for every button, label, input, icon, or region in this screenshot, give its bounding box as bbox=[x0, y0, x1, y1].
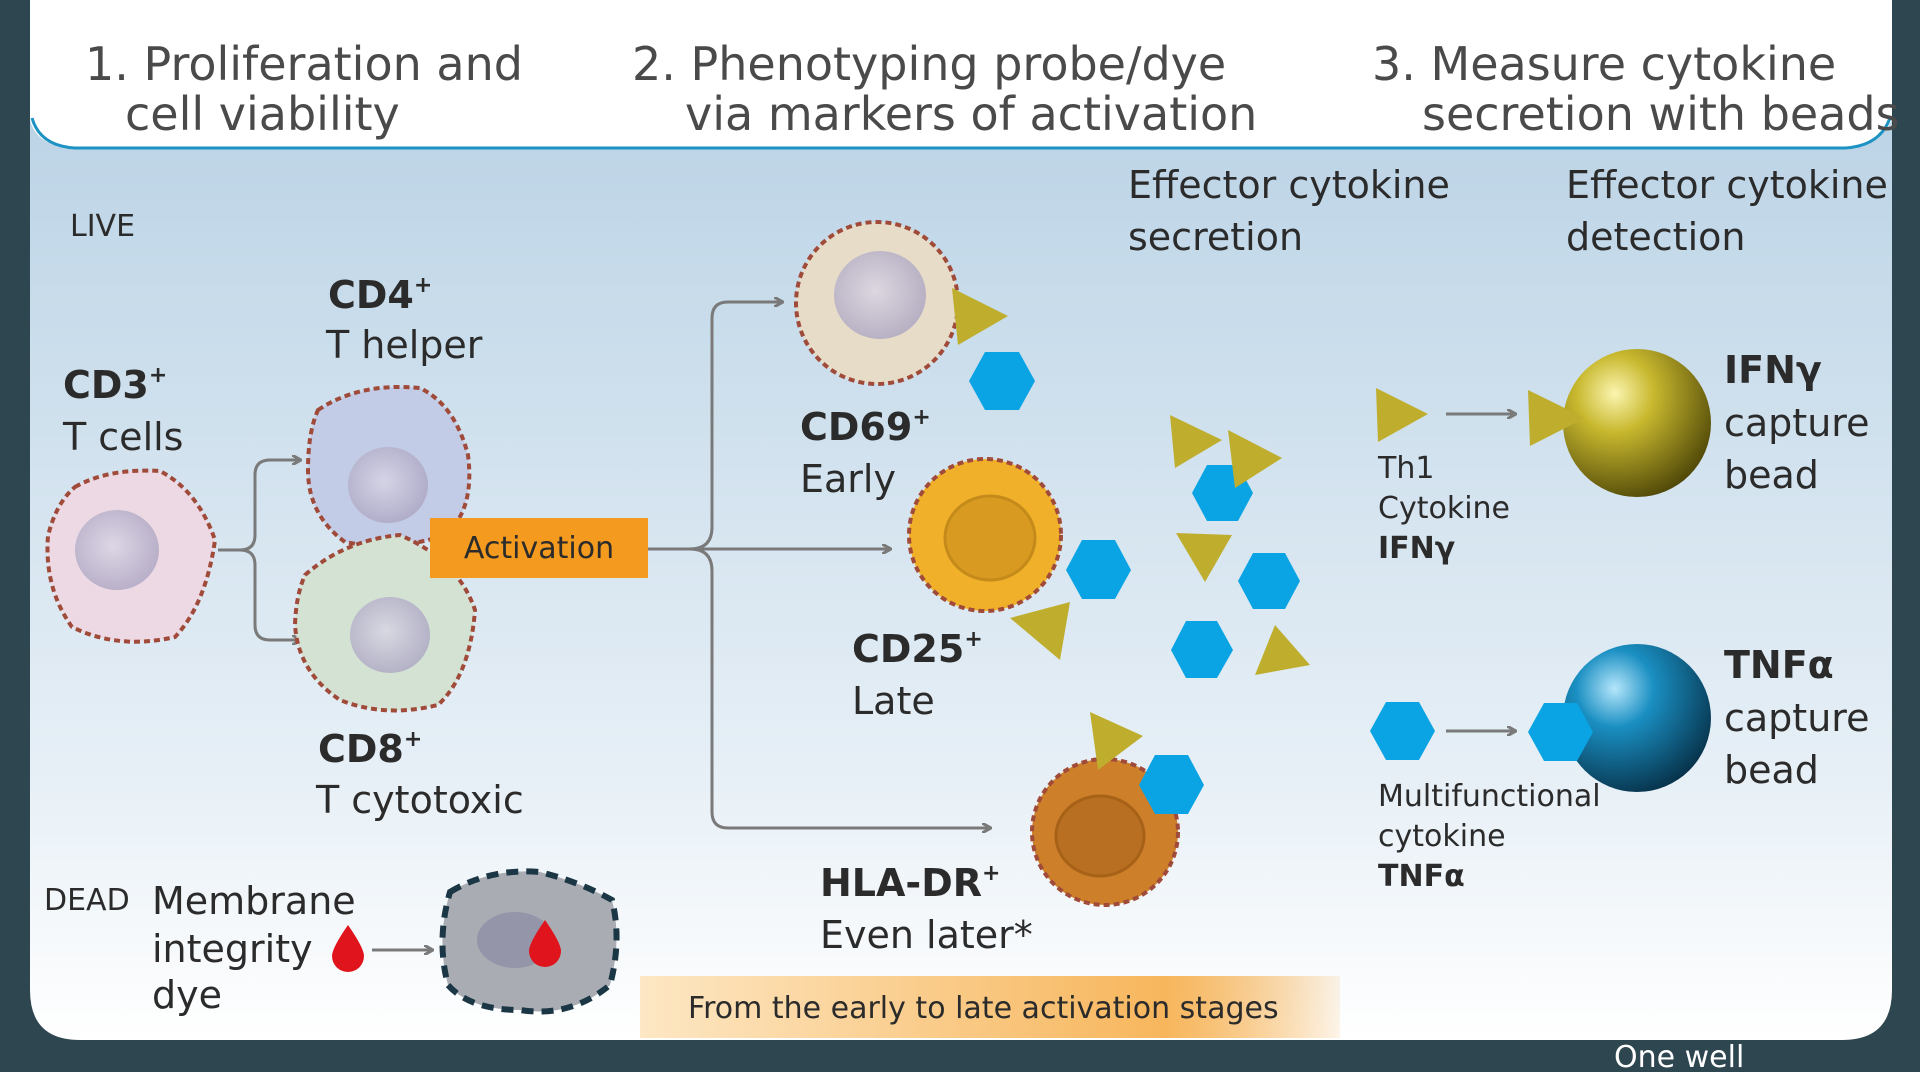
activation-box bbox=[430, 518, 648, 578]
live-label: LIVE bbox=[70, 209, 135, 244]
th1-label-line2: Cytokine bbox=[1378, 491, 1510, 526]
effector-secretion-label-line2: secretion bbox=[1128, 215, 1303, 259]
activation-arrow bbox=[689, 302, 782, 551]
cd3-desc: T cells bbox=[62, 415, 183, 459]
activation-stages-label: From the early to late activation stages bbox=[688, 991, 1279, 1026]
step1-header: 1. Proliferation and bbox=[85, 37, 523, 91]
cd4-desc: T helper bbox=[325, 323, 483, 367]
tnf-bead-label-line2: capture bbox=[1724, 696, 1869, 740]
th1-triangle-icon bbox=[1376, 388, 1428, 442]
dead-label: DEAD bbox=[44, 883, 130, 918]
dye-drop-icon bbox=[529, 920, 561, 967]
frame-bottom bbox=[0, 1040, 1920, 1072]
triangle-marker bbox=[952, 288, 1008, 345]
cd69-desc: Early bbox=[800, 457, 896, 501]
hladr-desc: Even later* bbox=[820, 913, 1033, 957]
ifn-bead-label-line3: bead bbox=[1724, 453, 1819, 497]
step1-header-line2: cell viability bbox=[125, 87, 400, 141]
hexagon-marker bbox=[1139, 755, 1204, 814]
hexagon-marker bbox=[1066, 540, 1131, 599]
cd25-nucleus bbox=[943, 494, 1037, 582]
cd3-branch-line bbox=[218, 460, 300, 552]
cd4-nucleus bbox=[348, 447, 428, 523]
ifn-bead-label-line2: capture bbox=[1724, 401, 1869, 445]
cd8-label: CD8+ bbox=[318, 727, 422, 771]
multi-label: Multifunctional bbox=[1378, 779, 1601, 814]
effector-secretion-label: Effector cytokine bbox=[1128, 163, 1450, 207]
triangle-cytokine bbox=[1255, 625, 1310, 675]
frame-inner-corner bbox=[30, 990, 80, 1040]
membrane-dye-label: Membrane bbox=[152, 879, 356, 923]
membrane-dye-label-line3: dye bbox=[152, 973, 222, 1017]
tnf-hexagon-icon bbox=[1370, 702, 1435, 760]
hladr-nucleus bbox=[1054, 794, 1146, 878]
ifn-capture-bead bbox=[1563, 349, 1711, 497]
multi-label-line2: cytokine bbox=[1378, 819, 1506, 854]
cd3-nucleus bbox=[75, 510, 159, 590]
frame-left-edge bbox=[0, 0, 30, 1072]
header-divider bbox=[30, 117, 1892, 150]
cd8-nucleus bbox=[350, 597, 430, 673]
hexagon-marker bbox=[969, 352, 1035, 410]
step3-header: 3. Measure cytokine bbox=[1372, 37, 1836, 91]
activation-stages-banner bbox=[640, 976, 1340, 1038]
frame-inner-corner bbox=[1842, 990, 1892, 1040]
cd4-label: CD4+ bbox=[328, 273, 432, 317]
multi-label-line3: TNFα bbox=[1378, 859, 1465, 894]
tnf-bead-label-line3: bead bbox=[1724, 748, 1819, 792]
cd69-label: CD69+ bbox=[800, 405, 931, 449]
cd8-desc: T cytotoxic bbox=[315, 778, 524, 822]
triangle-marker bbox=[1010, 602, 1070, 660]
hladr-label: HLA-DR+ bbox=[820, 861, 1000, 905]
triangle-cytokine bbox=[1228, 430, 1282, 488]
th1-label: Th1 bbox=[1377, 451, 1434, 486]
cd25-desc: Late bbox=[852, 679, 935, 723]
tnf-capture-bead bbox=[1563, 644, 1711, 792]
step2-header-line2: via markers of activation bbox=[685, 87, 1257, 141]
hexagon-cytokine bbox=[1238, 553, 1300, 609]
one-well-label: One well bbox=[1614, 1040, 1744, 1072]
step2-header: 2. Phenotyping probe/dye bbox=[632, 37, 1226, 91]
tnf-bead-label: TNFα bbox=[1724, 643, 1834, 687]
header-band bbox=[30, 0, 1892, 148]
effector-detection-label-line2: detection bbox=[1566, 215, 1745, 259]
activation-arrow bbox=[689, 547, 990, 828]
triangle-cytokine bbox=[1176, 533, 1232, 582]
membrane-dye-label-line2: integrity bbox=[152, 927, 313, 971]
th1-label-line3: IFNγ bbox=[1378, 531, 1455, 566]
activation-label: Activation bbox=[464, 531, 614, 566]
frame-right-edge bbox=[1892, 0, 1920, 1072]
dye-drop-icon bbox=[332, 925, 364, 972]
cd25-label: CD25+ bbox=[852, 627, 983, 671]
cd69-nucleus bbox=[834, 251, 926, 339]
cd3-branch-line bbox=[239, 548, 300, 640]
cd3-label: CD3+ bbox=[63, 363, 167, 407]
triangle-marker bbox=[1090, 712, 1143, 770]
ifn-bead-label: IFNγ bbox=[1724, 348, 1822, 392]
effector-detection-label: Effector cytokine bbox=[1566, 163, 1888, 207]
step3-header-line2: secretion with beads bbox=[1422, 87, 1900, 141]
hexagon-cytokine bbox=[1171, 621, 1233, 678]
tnf-bound-hexagon bbox=[1528, 703, 1593, 761]
ifn-bound-triangle bbox=[1528, 390, 1585, 446]
triangle-cytokine bbox=[1170, 415, 1222, 468]
